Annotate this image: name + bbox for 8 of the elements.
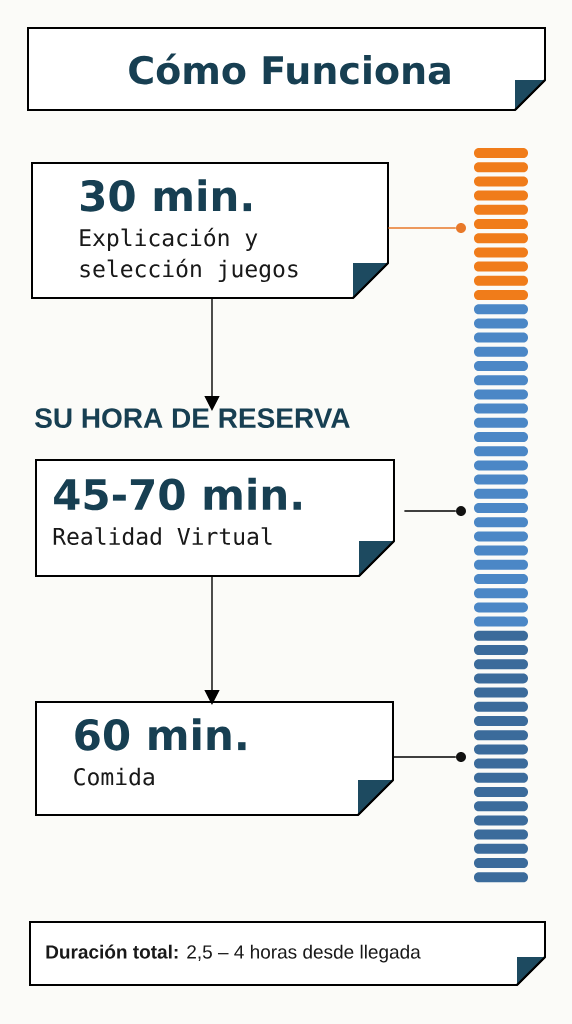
node-label: SU HORA DE RESERVA [35, 408, 350, 429]
total-card: Duración total: 2,5 – 4 horas desde llegada [29, 921, 546, 986]
step-card: SU HORA DE RESERVA 45-70 min. Realidad Virtual [35, 408, 395, 577]
arrow [204, 297, 220, 411]
arrow [204, 575, 220, 705]
step-card: 30 min. Explicación y selección juegos [31, 162, 389, 299]
title-banner: Cómo Funciona [27, 27, 546, 111]
step-card: 60 min. Comida [35, 701, 394, 816]
